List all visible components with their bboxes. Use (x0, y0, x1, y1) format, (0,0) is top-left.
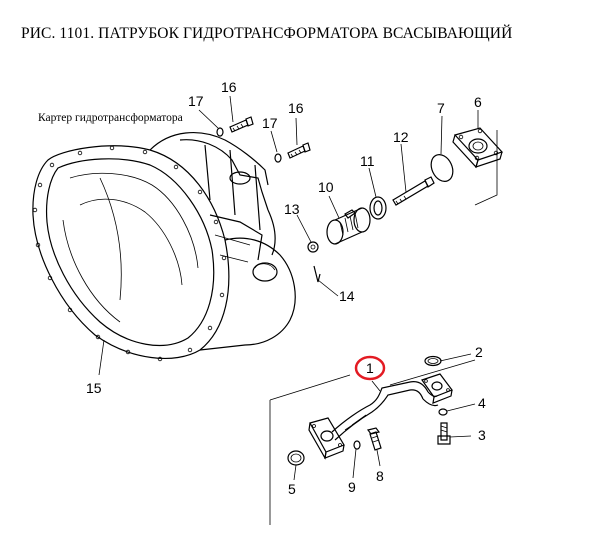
washer-9 (353, 440, 361, 450)
strainer-13 (307, 241, 319, 253)
bolt-12 (392, 176, 435, 206)
callout-17-lower: 17 (262, 115, 278, 131)
callout-17-upper: 17 (188, 93, 204, 109)
cover-6 (452, 127, 504, 169)
bolt-16-lower (287, 142, 311, 159)
callout-1: 1 (366, 360, 374, 376)
leader-lines (98, 95, 479, 481)
converter-housing (32, 131, 296, 362)
bolt-16-upper (229, 116, 254, 133)
pin-14 (313, 265, 321, 283)
callout-5: 5 (288, 481, 296, 497)
callout-11: 11 (360, 153, 375, 169)
washer-17-upper (216, 127, 224, 137)
callout-4: 4 (478, 395, 486, 411)
callout-12: 12 (393, 129, 409, 145)
callout-3: 3 (478, 427, 486, 443)
callout-9: 9 (348, 479, 356, 495)
suction-pipe-1 (308, 373, 453, 460)
callout-2: 2 (475, 344, 483, 360)
bracket-line-lower (269, 374, 351, 525)
washer-4 (438, 408, 448, 416)
callout-16-lower: 16 (288, 100, 304, 116)
callout-13: 13 (284, 201, 300, 217)
callout-7: 7 (437, 100, 445, 116)
oring-2 (424, 355, 442, 367)
bracket-line-6 (474, 130, 498, 206)
callout-16-upper: 16 (221, 79, 237, 95)
callout-6: 6 (474, 94, 482, 110)
oring-11 (369, 196, 387, 220)
bolt-8 (366, 427, 382, 451)
strainer-10 (326, 207, 371, 245)
callout-14: 14 (339, 288, 355, 304)
callout-15: 15 (86, 380, 102, 396)
oring-7 (430, 154, 454, 182)
figure-title: РИС. 1101. ПАТРУБОК ГИДРОТРАНСФОРМАТОРА … (21, 25, 513, 42)
housing-label: Картер гидротрансформатора (38, 112, 183, 124)
washer-17-lower (274, 153, 282, 163)
callout-10: 10 (318, 179, 334, 195)
flange-bolt-holes (32, 145, 227, 362)
bolt-3 (437, 422, 451, 445)
oring-5 (287, 450, 305, 466)
callout-8: 8 (376, 468, 384, 484)
callout-1-highlight (354, 355, 386, 381)
bracket-line-top (389, 359, 476, 386)
